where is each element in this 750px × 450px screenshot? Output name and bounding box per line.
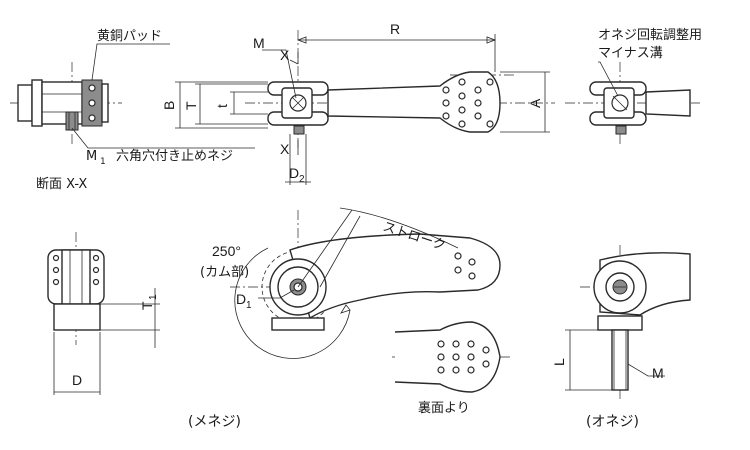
b-dimension-label: B: [161, 101, 177, 110]
t1-main-label: T: [139, 301, 155, 310]
brass-pad-label: 黄銅パッド: [97, 29, 162, 44]
male-slot-label-line2: マイナス溝: [598, 46, 663, 61]
m-male-label: M: [652, 365, 664, 381]
angle-label: 250°: [212, 243, 241, 259]
section-label: 断面 X-X: [36, 177, 87, 192]
m1-symbol: M: [86, 149, 97, 164]
section-x-x-view: [10, 43, 255, 149]
t1-subscript: 1: [148, 294, 159, 300]
d1-subscript: 1: [246, 300, 252, 311]
cam-view: [230, 207, 501, 359]
d2-subscript: 2: [299, 174, 305, 185]
t-lower-dimension-label: t: [214, 104, 230, 108]
male-slot-view: [565, 61, 700, 145]
male-view: [565, 245, 691, 400]
d-dimension-label: D: [72, 372, 82, 388]
a-dimension-label: A: [527, 98, 543, 108]
front-view: [47, 232, 160, 395]
r-dimension-label: R: [390, 21, 400, 37]
main-side-view: [175, 30, 555, 185]
cam-part-label: (カム部): [200, 265, 249, 280]
male-slot-label-line1: オネジ回転調整用: [598, 28, 702, 43]
rear-view-label: 裏面より: [418, 401, 470, 416]
d2-main-label: D: [289, 165, 299, 181]
m1-setscrew-label: 六角穴付き止めネジ: [116, 149, 233, 164]
x-top-label: X: [280, 47, 290, 63]
x-bottom-label: X: [280, 141, 290, 157]
m-dimension-label: M: [253, 35, 265, 51]
male-caption: (オネジ): [586, 414, 639, 430]
rear-view: [392, 321, 510, 393]
m1-subscript: 1: [100, 157, 106, 167]
l-dimension-label: L: [551, 358, 567, 366]
d1-main-label: D: [236, 291, 246, 307]
t-upper-dimension-label: T: [183, 101, 199, 110]
female-caption: (メネジ): [188, 414, 241, 430]
